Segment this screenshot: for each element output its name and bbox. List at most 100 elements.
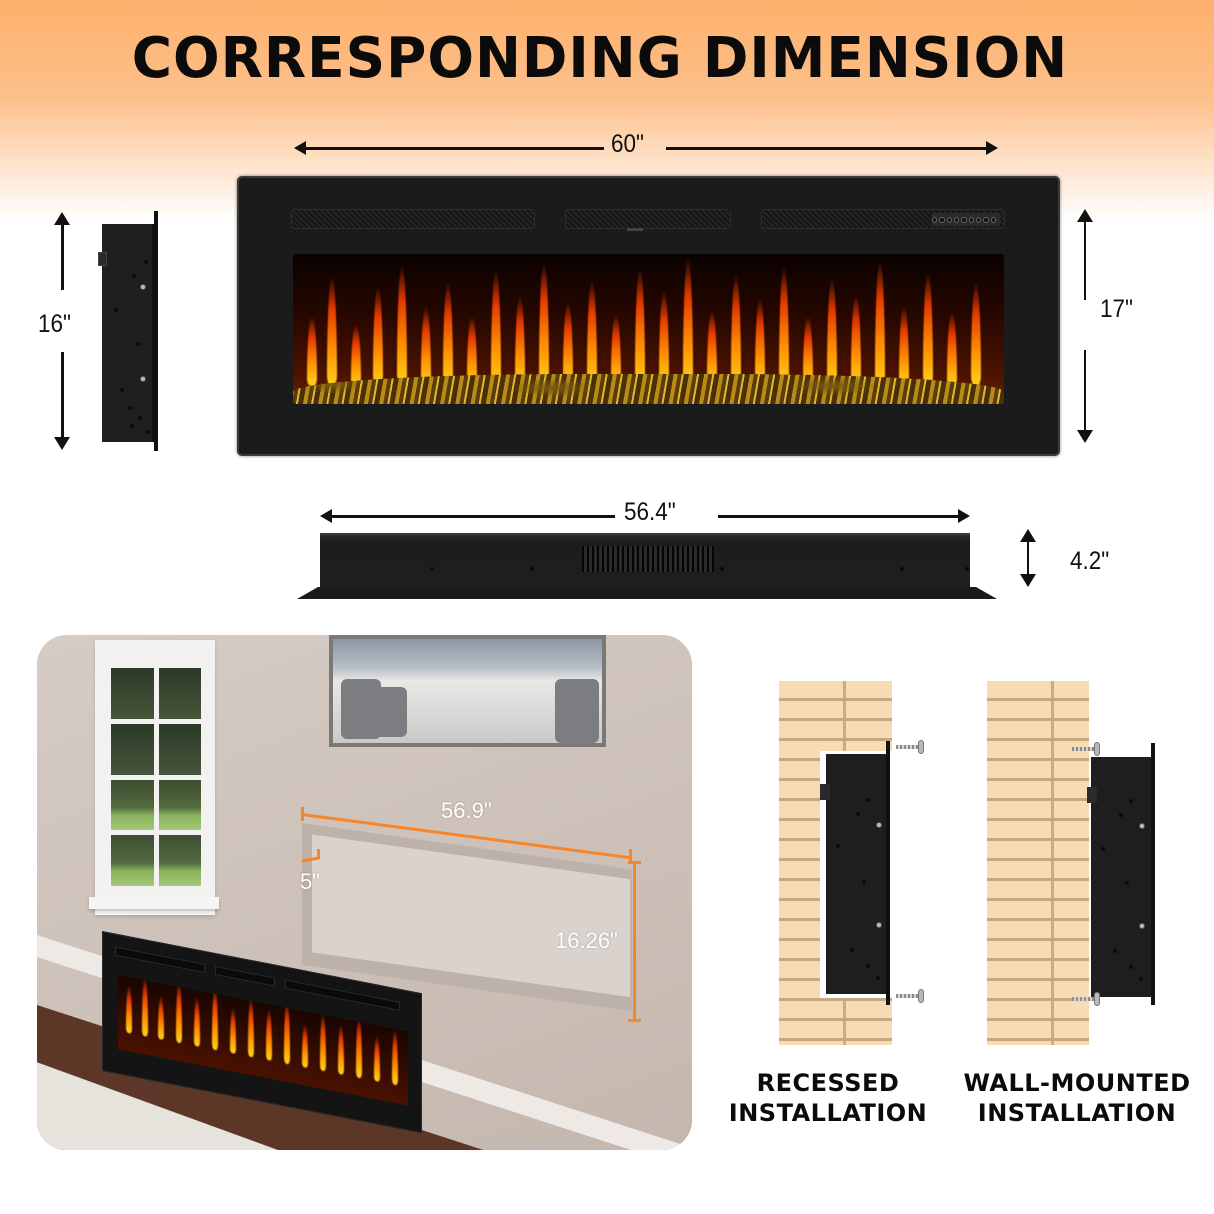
- arrow-down-icon: [54, 437, 70, 450]
- flame-display: [293, 254, 1004, 404]
- room-installation-photo: 56.9" 5" 16.26": [37, 635, 692, 1150]
- flame-icon: [539, 262, 549, 386]
- label-line: WALL-MOUNTED: [963, 1069, 1191, 1097]
- recessed-unit: [826, 754, 886, 994]
- flame-icon: [683, 258, 693, 386]
- dimension-line: [666, 147, 988, 150]
- rivet: [138, 416, 142, 420]
- rivet: [1125, 881, 1129, 885]
- cutout-height-tick: [628, 1019, 641, 1022]
- bolt-icon: [876, 922, 882, 928]
- mount-tab: [820, 784, 830, 800]
- side-height-label: 16": [38, 310, 72, 338]
- rivet: [430, 567, 434, 571]
- dimension-line: [1027, 540, 1029, 575]
- control-button-icon: [968, 216, 975, 223]
- rivet: [530, 567, 534, 571]
- label-line: RECESSED: [756, 1069, 900, 1097]
- rivet: [114, 308, 118, 312]
- flame-icon: [338, 1023, 344, 1076]
- window-pane: [111, 668, 154, 719]
- brick-mortar: [987, 681, 1089, 1045]
- cutout-height-tick: [628, 861, 641, 864]
- control-button-icon: [954, 216, 960, 223]
- dimension-line: [718, 515, 960, 518]
- flame-icon: [176, 980, 182, 1044]
- rivet: [1139, 977, 1143, 981]
- window-pane: [158, 668, 201, 719]
- pillow: [555, 679, 599, 743]
- vent-grille-center: [565, 209, 731, 229]
- flame-icon: [307, 316, 317, 386]
- flame-icon: [467, 316, 477, 386]
- front-width-label: 60": [611, 130, 645, 158]
- flame-icon: [248, 996, 254, 1058]
- cutout-height-line: [633, 861, 636, 1021]
- cutout-depth-tick: [317, 849, 320, 859]
- arrow-right-icon: [958, 509, 970, 523]
- rivet: [1129, 965, 1133, 969]
- top-width-label: 56.4": [624, 498, 676, 526]
- rivet: [1113, 949, 1117, 953]
- rivet: [128, 406, 132, 410]
- flame-icon: [731, 274, 741, 386]
- recessed-installation-label: RECESSED INSTALLATION: [716, 1068, 940, 1128]
- window-pane: [158, 835, 201, 886]
- control-button-icon: [990, 216, 996, 223]
- screw-icon: [1072, 992, 1104, 1006]
- cutout-width-tick: [301, 807, 304, 821]
- label-line: INSTALLATION: [977, 1099, 1177, 1127]
- top-flange: [297, 587, 997, 599]
- control-button-icon: [946, 216, 953, 223]
- rivet: [856, 812, 860, 816]
- flame-icon: [923, 272, 933, 386]
- flame-icon: [320, 1012, 326, 1072]
- window-panes: [111, 668, 201, 886]
- screw-icon: [1072, 742, 1104, 756]
- flame-icon: [158, 994, 164, 1041]
- rivet: [836, 844, 840, 848]
- vent-grille: [215, 965, 275, 987]
- cutout-width-tick: [629, 849, 632, 863]
- dimension-line: [61, 352, 64, 438]
- rivet: [1119, 813, 1123, 817]
- cutout-depth-label: 5": [300, 869, 321, 894]
- arrow-right-icon: [986, 141, 998, 155]
- bolt-icon: [876, 822, 882, 828]
- vent-grille-right: [761, 209, 1005, 229]
- bolt-icon: [140, 284, 146, 290]
- flame-icon: [266, 1007, 272, 1062]
- arrow-left-icon: [294, 141, 306, 155]
- flame-icon: [194, 995, 200, 1048]
- flame-icon: [851, 294, 861, 386]
- dimension-line: [1084, 350, 1086, 432]
- flame-icon: [899, 306, 909, 386]
- arrow-down-icon: [1020, 574, 1036, 587]
- dimension-line: [304, 147, 604, 150]
- flame-icon: [142, 975, 148, 1037]
- rivet: [850, 948, 854, 952]
- window-sill: [89, 897, 219, 909]
- flame-icon: [827, 278, 837, 386]
- top-depth-label: 4.2": [1070, 547, 1110, 575]
- arrow-up-icon: [1020, 529, 1036, 542]
- dimension-line: [330, 515, 615, 518]
- rear-vent-grille: [582, 546, 714, 572]
- arrow-down-icon: [1077, 430, 1093, 443]
- rivet: [866, 964, 870, 968]
- dimension-line: [61, 224, 64, 290]
- window-pane: [111, 723, 154, 775]
- rivet: [132, 274, 136, 278]
- rivet: [720, 567, 724, 571]
- flame-icon: [947, 312, 957, 386]
- front-height-label: 17": [1100, 295, 1134, 323]
- side-flange: [154, 211, 158, 451]
- unit-flange: [1151, 743, 1155, 1005]
- control-button-icon: [932, 216, 938, 223]
- log-set: [293, 374, 1004, 404]
- window-pane: [158, 779, 201, 831]
- rivet: [862, 880, 866, 884]
- wall-mounted-unit: [1091, 757, 1151, 997]
- vent-grille-left: [291, 209, 535, 229]
- arrow-up-icon: [54, 212, 70, 225]
